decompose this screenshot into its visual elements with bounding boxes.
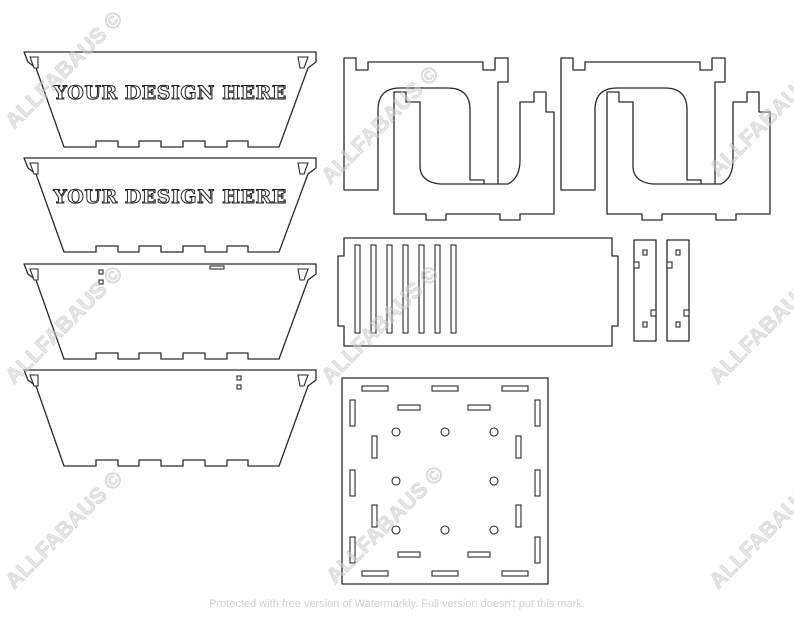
side-panel-2: YOUR DESIGN HERE bbox=[23, 157, 317, 253]
side-panel-4 bbox=[23, 369, 317, 467]
side-panel-1: YOUR DESIGN HERE bbox=[23, 51, 317, 148]
bracket-pair-left bbox=[343, 57, 555, 221]
base-plate bbox=[341, 377, 549, 585]
slotted-strip bbox=[337, 237, 619, 347]
watermark-brand-7: ALLFABAUS © bbox=[0, 466, 128, 594]
small-strip-1 bbox=[633, 239, 657, 342]
small-strip-2 bbox=[666, 239, 690, 342]
watermark-notice: Protected with free version of Watermark… bbox=[209, 598, 585, 610]
watermark-brand-6: ALLFABAUS © bbox=[704, 261, 794, 389]
bracket-pair-right bbox=[560, 57, 771, 221]
watermark-brand-9: ALLFABAUS © bbox=[704, 466, 794, 594]
engraved-design-text-2: YOUR DESIGN HERE bbox=[52, 186, 287, 208]
side-panel-3 bbox=[23, 263, 317, 360]
engraved-design-text-1: YOUR DESIGN HERE bbox=[52, 82, 287, 104]
